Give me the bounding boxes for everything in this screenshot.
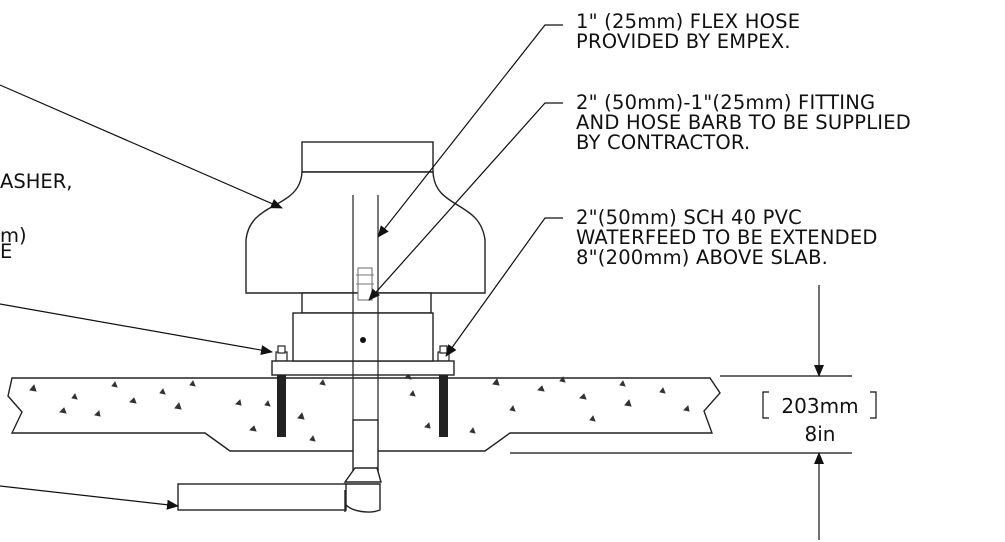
hose-barb-fitting xyxy=(356,267,374,301)
cut-off-callout-text-1: ASHER, xyxy=(0,170,73,193)
leader-lines xyxy=(0,24,563,510)
base-plate xyxy=(271,360,455,376)
dimension-lines xyxy=(510,285,877,540)
fastener-dot xyxy=(360,337,366,343)
callout-line: 8"(200mm) ABOVE SLAB. xyxy=(576,246,829,269)
anchor-bolt-right xyxy=(437,345,450,437)
cut-off-callout-text-3: E xyxy=(0,240,13,263)
concrete-slab xyxy=(7,377,721,452)
dimension-metric: 203mm xyxy=(781,394,859,418)
anchor-bolt-left xyxy=(275,345,288,437)
callout-line: PROVIDED BY EMPEX. xyxy=(576,30,791,53)
callout-line: 1" (25mm) FLEX HOSE xyxy=(576,10,801,33)
cut-off-callout-text-2: m) xyxy=(0,224,27,247)
dimension-imperial: 8in xyxy=(804,422,836,446)
callout-fitting-hose-barb: 2" (50mm)-1"(25mm) FITTING AND HOSE BARB… xyxy=(576,93,911,153)
callout-line: AND HOSE BARB TO BE SUPPLIED xyxy=(576,111,911,134)
pvc-waterfeed-pipe xyxy=(177,419,382,513)
callout-flex-hose: 1" (25mm) FLEX HOSE PROVIDED BY EMPEX. xyxy=(576,12,800,52)
callout-pvc-waterfeed: 2"(50mm) SCH 40 PVC WATERFEED TO BE EXTE… xyxy=(576,208,878,268)
pump-housing xyxy=(245,141,486,362)
callout-line: 2" (50mm)-1"(25mm) FITTING xyxy=(576,91,876,114)
concrete-aggregate-marks xyxy=(29,373,690,442)
callout-line: 2"(50mm) SCH 40 PVC xyxy=(576,206,802,229)
callout-line: BY CONTRACTOR. xyxy=(576,131,751,154)
callout-line: WATERFEED TO BE EXTENDED xyxy=(576,226,878,249)
